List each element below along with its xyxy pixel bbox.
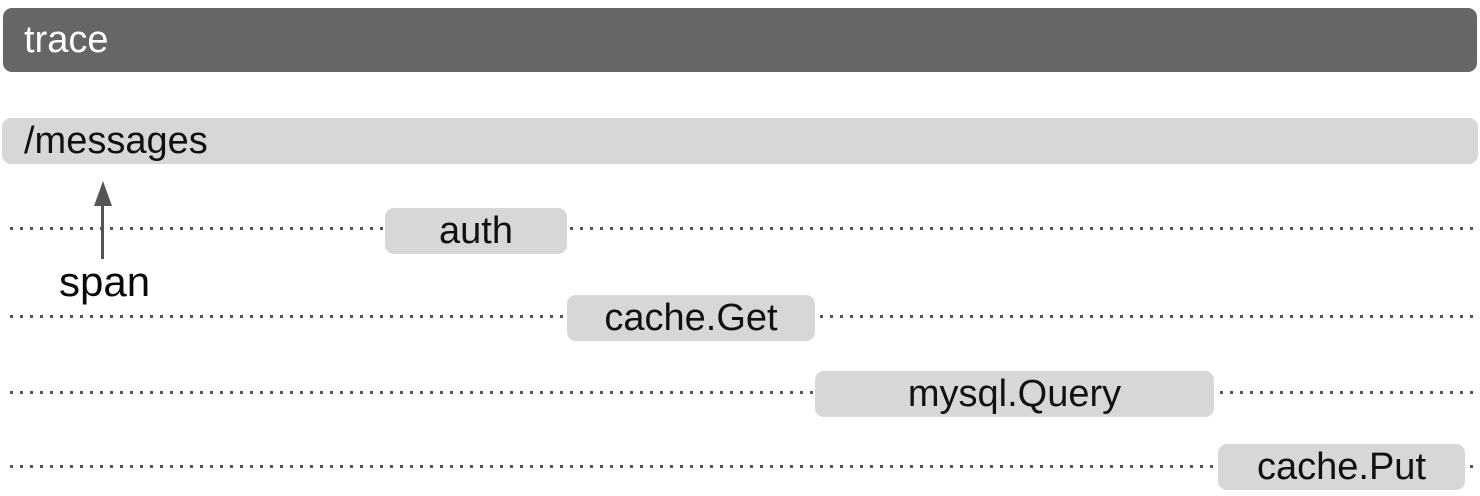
span-bar-root-label: /messages xyxy=(24,120,208,162)
span-bar-cache-put-label: cache.Put xyxy=(1257,446,1426,488)
up-arrow-icon xyxy=(94,181,112,206)
guide-line-mysql-query xyxy=(10,391,1478,394)
span-bar-mysql-query-label: mysql.Query xyxy=(907,373,1122,415)
span-bar-cache-get-label: cache.Get xyxy=(604,297,778,339)
span-bar-mysql-query: mysql.Query xyxy=(815,371,1214,417)
trace-title-label: trace xyxy=(24,19,109,61)
guide-line-auth xyxy=(10,227,1478,230)
span-bar-auth: auth xyxy=(385,208,567,254)
arrow-shaft xyxy=(101,203,104,259)
guide-line-cache-put xyxy=(10,465,1478,468)
span-bar-auth-label: auth xyxy=(439,210,513,252)
span-bar-cache-get: cache.Get xyxy=(567,295,815,341)
span-bar-cache-put: cache.Put xyxy=(1218,444,1465,490)
span-bar-root: /messages xyxy=(2,118,1478,164)
trace-title-bar: trace xyxy=(3,8,1477,72)
span-annotation-label: span xyxy=(59,258,151,305)
